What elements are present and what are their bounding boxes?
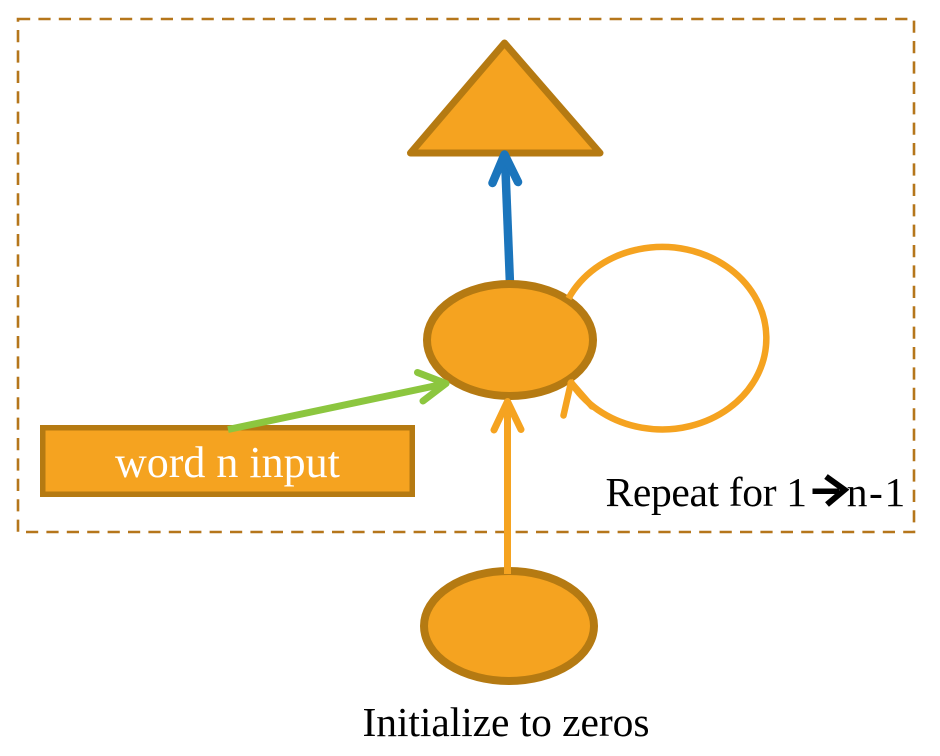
svg-text:Initialize to zeros: Initialize to zeros — [363, 699, 650, 745]
svg-text:n-1: n-1 — [847, 469, 906, 515]
svg-text:Repeat for 1: Repeat for 1 — [606, 469, 808, 515]
svg-text:word n input: word n input — [115, 438, 340, 487]
